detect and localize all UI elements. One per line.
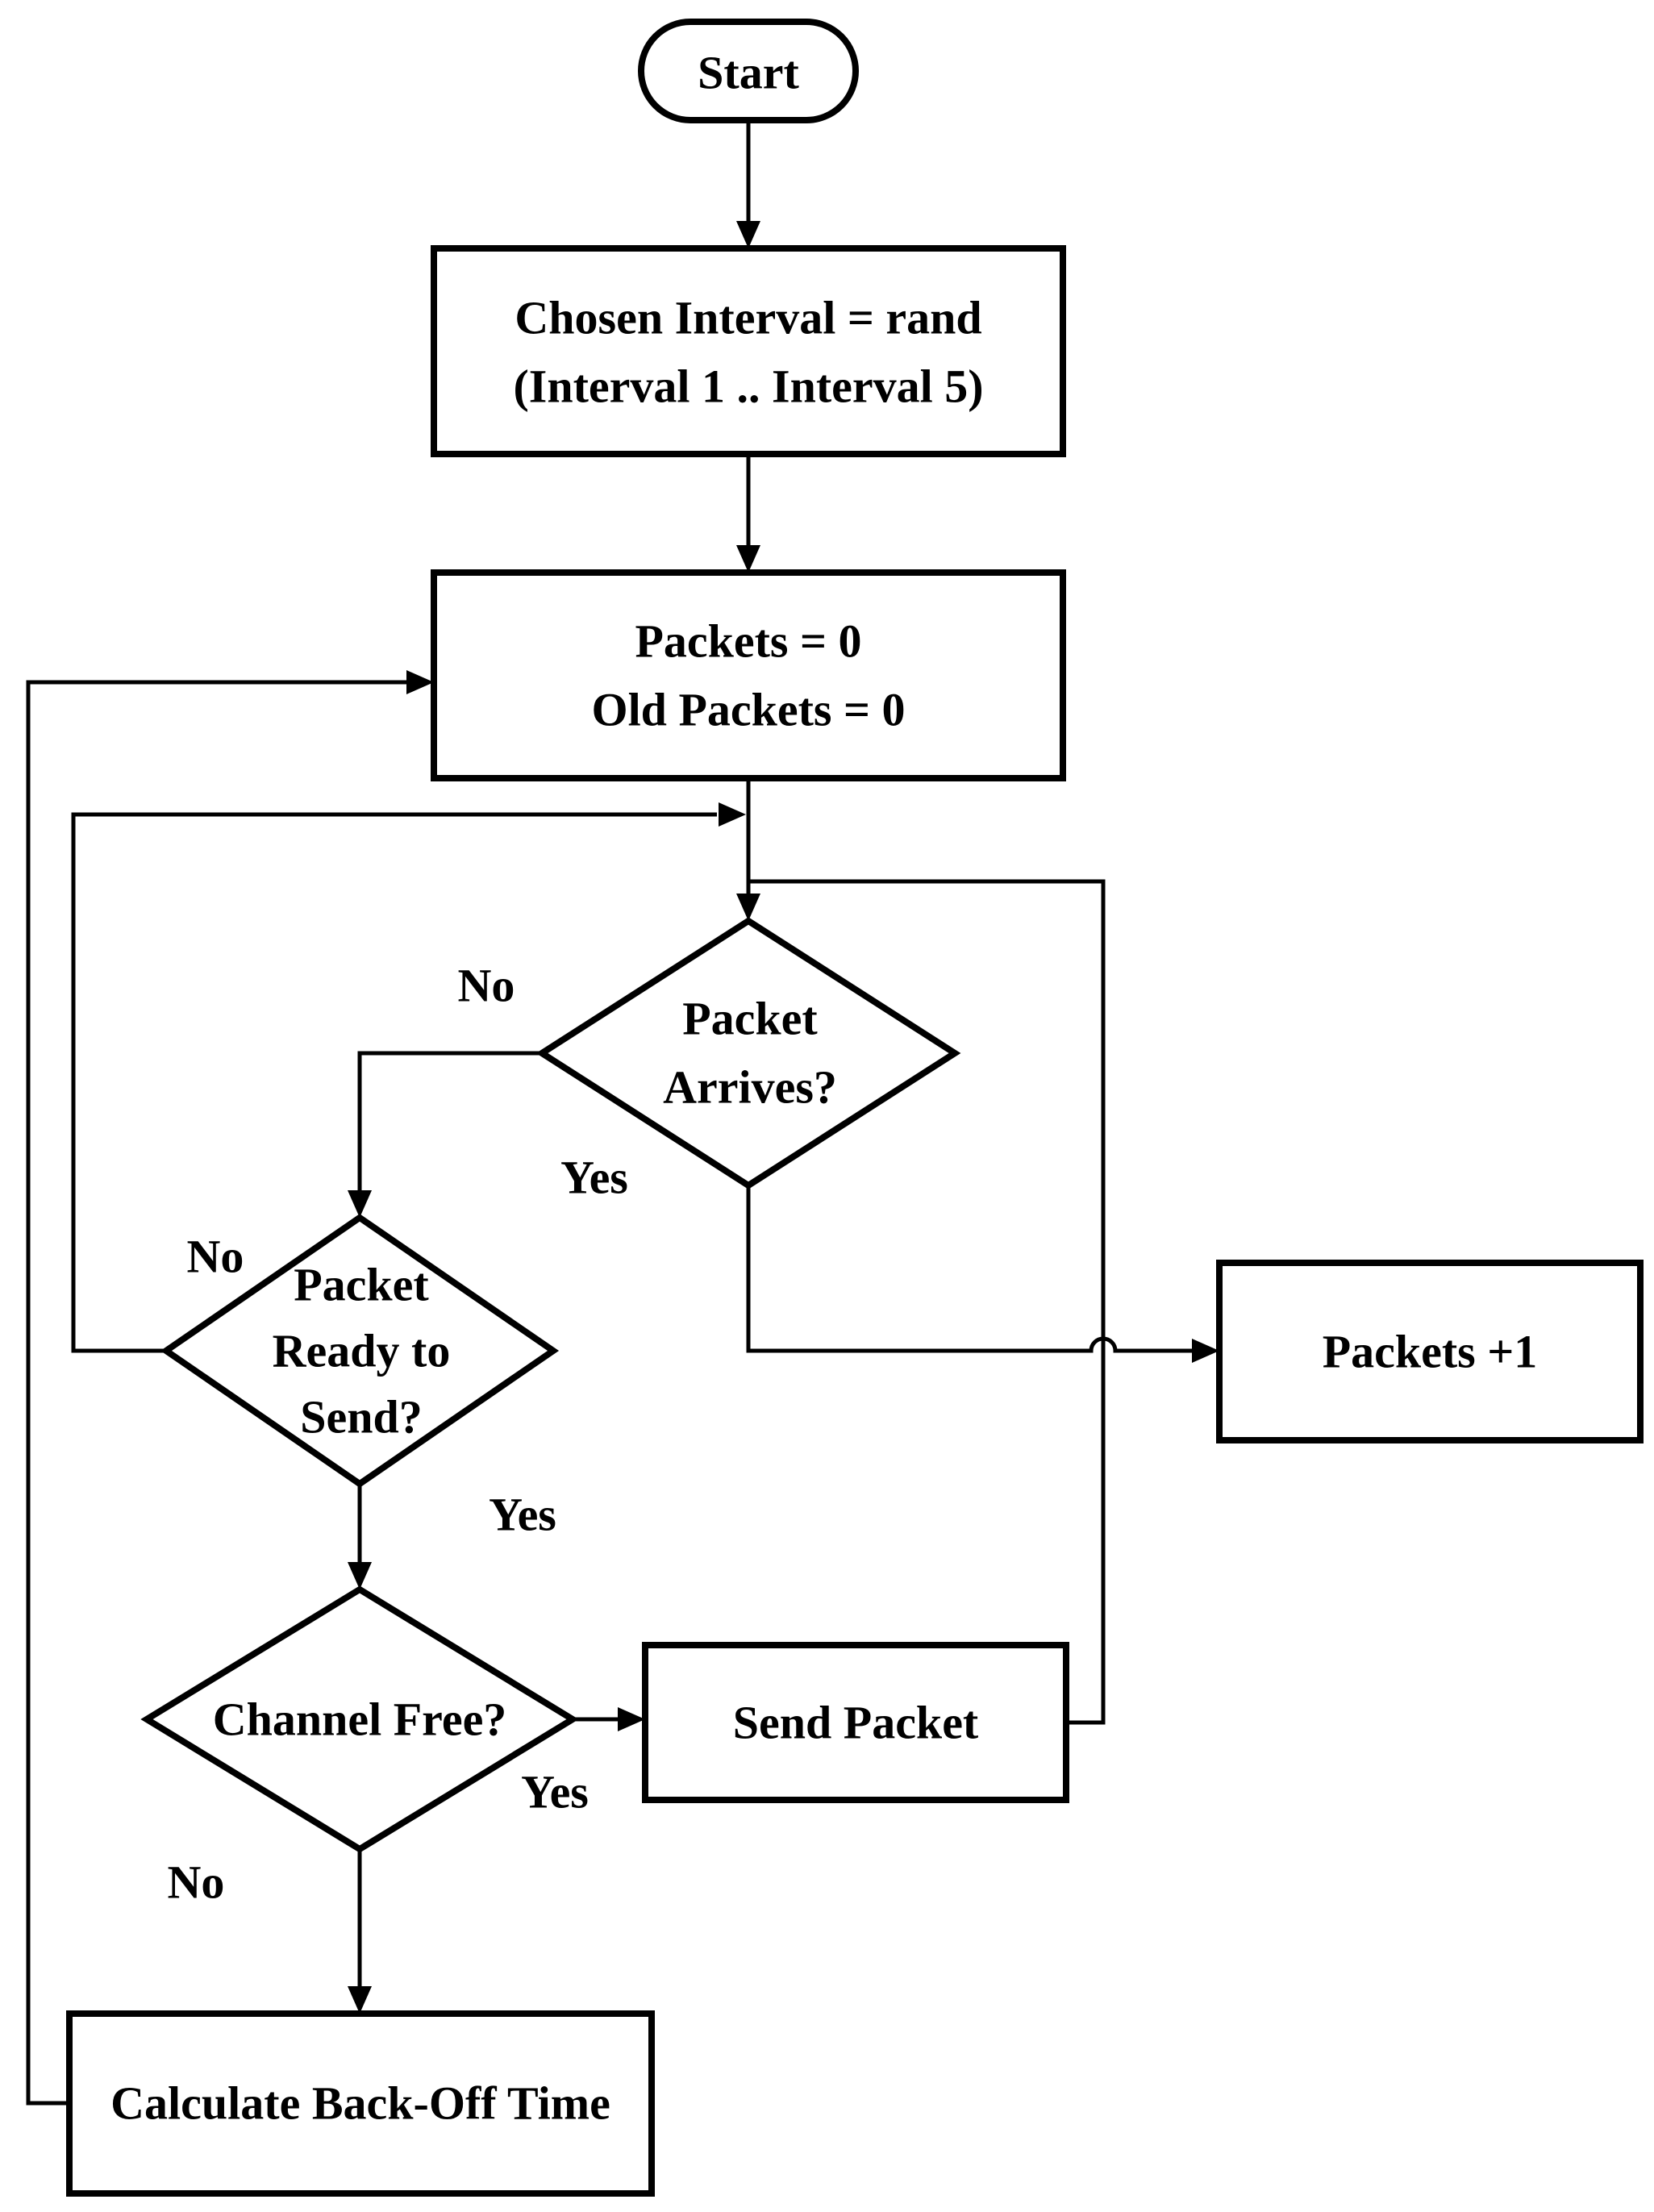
arrowhead-into-packet-ready [348,1190,372,1218]
start-terminator-shape [638,19,859,123]
packet-ready-diamond [160,1214,560,1488]
packet-arrives-diamond [535,917,961,1189]
node-packet-arrives: Packet Arrives? [535,917,961,1189]
packets-plus-one-box [1216,1260,1644,1443]
chosen-interval-line-1: Chosen Interval = rand [515,292,981,344]
node-packet-ready: Packet Ready to Send? [160,1214,560,1488]
init-packets-line-1: Packets = 0 [635,615,861,668]
edge-label-packet-arrives-no: No [458,960,515,1012]
send-packet-label: Send Packet [733,1697,979,1749]
chosen-interval-line-2: (Interval 1 .. Interval 5) [513,360,983,413]
packet-arrives-line-2: Arrives? [663,1061,837,1114]
node-channel-free: Channel Free? [140,1585,579,1853]
node-packets-plus-one: Packets +1 [1216,1260,1644,1443]
init-packets-box [431,569,1066,781]
arrowhead-into-calculate-backoff [348,1986,372,2014]
edge-label-packet-ready-no: No [187,1231,244,1283]
edge-packet-ready-no-loop [71,812,717,1353]
node-start: Start [638,19,859,123]
calculate-backoff-box [66,2010,655,2197]
calculate-backoff-label: Calculate Back-Off Time [110,2077,610,2130]
init-packets-line-2: Old Packets = 0 [591,684,905,736]
arrowhead-into-init-packets-left [406,670,434,694]
arrowhead-into-chosen-interval [736,221,760,248]
arrowhead-into-init-packets-top [736,545,760,573]
send-packet-box [642,1642,1069,1803]
arrowhead-into-send-packet [618,1707,645,1731]
arrowhead-into-packets-plus-one [1192,1339,1219,1363]
arrowhead-into-packet-arrives [736,894,760,921]
arrowhead-ready-no-junction [719,802,746,827]
channel-free-label: Channel Free? [213,1693,507,1746]
packet-ready-line-1: Packet [294,1259,429,1311]
packet-ready-line-3: Send? [300,1391,423,1443]
arrowhead-into-channel-free [348,1562,372,1589]
edge-packet-arrives-yes [746,1185,1194,1353]
node-init-packets: Packets = 0 Old Packets = 0 [431,569,1066,781]
packets-plus-one-label: Packets +1 [1323,1326,1538,1378]
edge-packet-arrives-no [357,1051,542,1192]
channel-free-diamond [140,1585,579,1853]
chosen-interval-box [431,245,1066,457]
edge-label-packet-ready-yes: Yes [489,1489,556,1541]
edge-backoff-return [26,680,408,2106]
packet-ready-line-2: Ready to [273,1325,451,1377]
node-send-packet: Send Packet [642,1642,1069,1803]
start-label: Start [698,47,799,99]
packet-arrives-line-1: Packet [682,993,818,1045]
edge-label-packet-arrives-yes: Yes [560,1152,628,1204]
node-chosen-interval: Chosen Interval = rand (Interval 1 .. In… [431,245,1066,457]
edge-label-channel-free-yes: Yes [521,1766,589,1818]
edge-send-packet-return [748,879,1106,1725]
edge-label-channel-free-no: No [168,1856,225,1909]
node-calculate-backoff: Calculate Back-Off Time [66,2010,655,2197]
